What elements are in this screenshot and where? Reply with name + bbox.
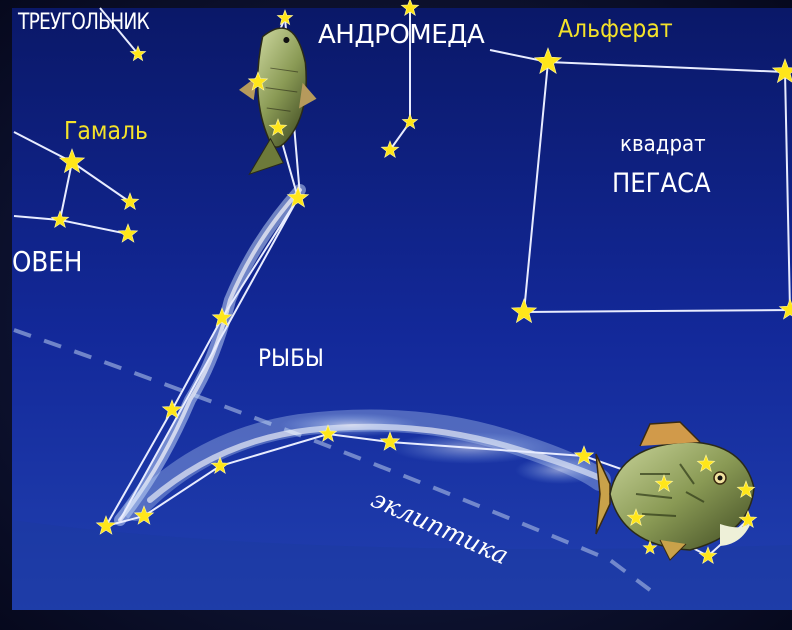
milky-way-cloud [114,184,611,526]
label-hamal: Гамаль [64,116,149,145]
label-pegasus-square: квадрат [620,132,706,157]
star-icon [642,540,658,555]
star-icon [771,58,792,84]
star-icon [286,186,310,208]
star-icon [736,480,756,498]
label-pisces: РЫБЫ [258,344,324,372]
fish-icon [238,27,317,176]
star-icon [117,223,139,243]
fish-icon [595,421,755,561]
star-icon [58,148,86,174]
star-icon [654,474,674,492]
star-icon [380,140,400,158]
label-triangulum: ТРЕУГОЛЬНИК [18,10,150,35]
star-icon [211,307,233,327]
star-icon [626,508,646,526]
star-icon [161,399,183,419]
star-icon [318,424,338,442]
ecliptic-line [13,328,652,592]
label-andromeda: АНДРОМЕДА [318,20,485,50]
stars-layer [50,0,792,564]
star-icon [133,505,155,525]
star-icon [573,445,595,465]
star-icon [778,298,792,320]
star-icon [400,0,420,16]
star-icon [210,456,230,474]
star-icon [401,113,419,130]
star-icon [268,118,288,136]
label-aries: ОВЕН [12,245,83,278]
star-icon [95,515,117,535]
label-pegasus: ПЕГАСА [612,168,711,199]
star-icon [696,454,716,472]
star-icon [50,210,70,228]
star-icon [129,45,147,62]
star-icon [379,431,401,451]
star-icon [533,47,563,74]
label-alpheratz: Альферат [558,14,673,43]
star-icon [738,510,758,528]
star-icon [247,71,269,91]
star-icon [276,9,294,26]
star-icon [510,298,538,324]
star-icon [120,192,140,210]
star-icon [698,546,718,564]
